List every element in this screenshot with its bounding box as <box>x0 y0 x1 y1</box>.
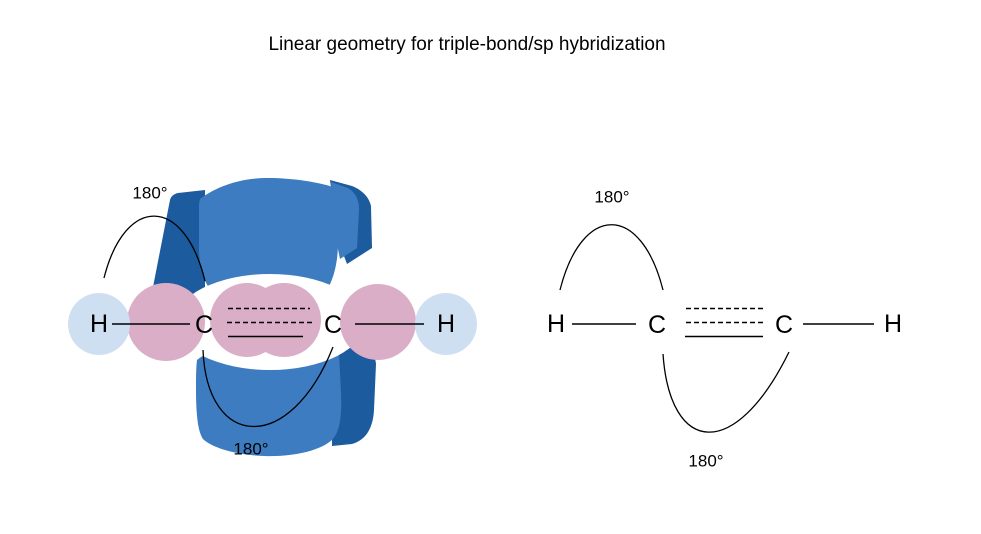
pi-cloud-lower-front <box>196 344 342 457</box>
pi-cloud-lower-back-flap <box>332 344 376 446</box>
diagram-title: Linear geometry for triple-bond/sp hybri… <box>268 34 666 55</box>
skeletal-diagram: H C C H 180° 180° <box>547 188 902 471</box>
atom-label-c1: C <box>648 311 666 339</box>
angle-label-bottom: 180° <box>688 452 723 471</box>
angle-label-top: 180° <box>132 184 167 203</box>
sp-lobe-left <box>127 283 205 361</box>
sp-lobe-center-right <box>247 283 321 357</box>
atom-label-h1: H <box>90 310 108 338</box>
h-orbital-right <box>415 293 477 355</box>
angle-arc-top <box>559 224 664 291</box>
angle-arc-bottom <box>662 351 790 433</box>
atom-label-h1: H <box>547 310 565 338</box>
atom-label-c2: C <box>775 311 793 339</box>
atom-label-c2: C <box>324 311 342 339</box>
angle-label-top: 180° <box>594 188 629 207</box>
orbital-overlap-diagram: H C C H 180° 180° <box>68 178 477 459</box>
pi-cloud-back-left-flap <box>153 190 205 310</box>
h-orbital-left <box>68 293 130 355</box>
angle-arc-top <box>103 215 206 282</box>
angle-arc-bottom <box>202 346 334 428</box>
angle-label-bottom: 180° <box>233 440 268 459</box>
sp-lobe-right <box>340 284 416 360</box>
pi-cloud-upper-front <box>199 178 338 307</box>
pi-cloud-right-fold <box>331 182 359 259</box>
atom-label-h2: H <box>884 310 902 338</box>
atom-label-h2: H <box>437 310 455 338</box>
atom-label-c1: C <box>195 311 213 339</box>
